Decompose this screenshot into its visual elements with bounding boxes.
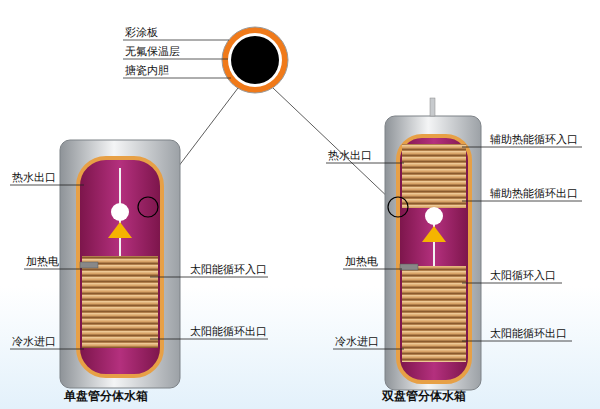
part-label: 太阳能循环出口 (190, 325, 267, 338)
part-label: 加热电 (345, 255, 378, 268)
heater (80, 262, 98, 268)
section-insulation (228, 33, 282, 87)
leader-lines (10, 147, 582, 349)
part-label: 太阳能循环入口 (190, 263, 267, 276)
tank-shell (60, 140, 180, 388)
part-label: 热水出口 (328, 149, 372, 162)
sensor (111, 203, 129, 221)
inner-tank (398, 136, 470, 382)
tank-caption: 单盘管分体水箱 (64, 389, 148, 403)
part-label: 搪瓷内胆 (125, 64, 169, 77)
part-label: 辅助热能循环入口 (490, 133, 578, 146)
part-label: 冷水进口 (335, 335, 379, 348)
section-ring (222, 27, 288, 93)
tank-caption: 双盘管分体水箱 (382, 389, 466, 403)
part-label: 热水出口 (12, 171, 56, 184)
diffuser (422, 226, 446, 242)
part-label: 太阳循环入口 (490, 269, 556, 282)
diffuser (108, 222, 132, 238)
coil (82, 256, 158, 348)
coil (402, 266, 466, 362)
magnifier (138, 197, 158, 217)
inner-tank (78, 158, 162, 376)
top-pipe (430, 98, 435, 116)
part-label: 冷水进口 (12, 335, 56, 348)
part-label: 加热电 (26, 255, 59, 268)
sensor (425, 207, 443, 225)
part-label: 无氟保温层 (125, 45, 180, 58)
part-label: 彩涂板 (125, 26, 158, 39)
magnifier (388, 197, 408, 217)
part-label: 太阳能循环出口 (490, 327, 567, 340)
part-label: 辅助热能循环出口 (490, 187, 578, 200)
section-liner (231, 36, 279, 84)
coil (402, 144, 466, 208)
heater (400, 264, 418, 270)
